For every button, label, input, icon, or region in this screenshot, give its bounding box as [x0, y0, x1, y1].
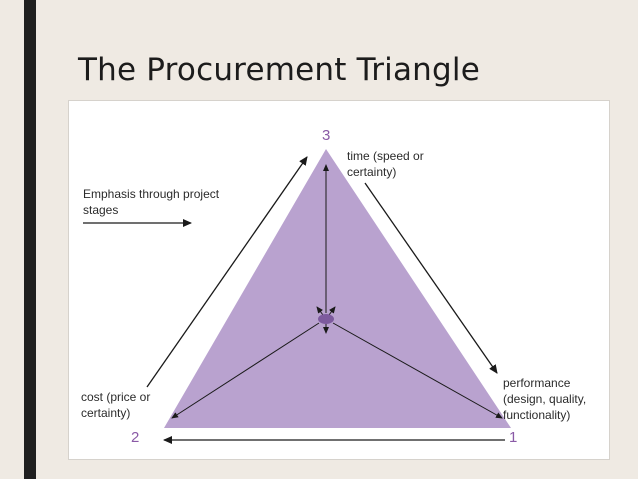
center-up-left-arrow [316, 306, 324, 316]
vertex-number-top: 3 [322, 127, 330, 144]
time-label-line-1: time (speed or [347, 149, 424, 163]
triangle-shape [164, 149, 511, 428]
center-node [318, 314, 334, 324]
performance-label-line-1: performance [503, 376, 571, 390]
emphasis-label: Emphasis through project stages [83, 187, 222, 217]
cycle-arrow-left-to-top [146, 156, 308, 388]
center-to-left-arrow [171, 322, 320, 419]
performance-label: performance (design, quality, functional… [503, 376, 590, 422]
vertex-number-left: 2 [131, 429, 139, 446]
performance-label-line-2: (design, quality, [503, 392, 586, 406]
procurement-triangle-figure: Emphasis through project stages 3 1 2 ti… [68, 100, 610, 460]
vertex-number-right: 1 [509, 429, 517, 446]
cost-label-line-1: cost (price or [81, 390, 150, 404]
emphasis-label-line-2: stages [83, 203, 118, 217]
cost-label-line-2: certainty) [81, 406, 130, 420]
center-to-right-arrow [332, 322, 503, 419]
time-label-line-2: certainty) [347, 165, 396, 179]
slide-title: The Procurement Triangle [78, 52, 480, 88]
emphasis-label-line-1: Emphasis through project [83, 187, 220, 201]
triangle-diagram: Emphasis through project stages 3 1 2 ti… [81, 127, 590, 446]
center-up-right-arrow [328, 306, 336, 316]
cost-label: cost (price or certainty) [81, 390, 154, 420]
cycle-arrow-top-to-right [364, 182, 498, 374]
performance-label-line-3: functionality) [503, 408, 570, 422]
time-label: time (speed or certainty) [347, 149, 427, 179]
left-accent-bar [24, 0, 36, 479]
